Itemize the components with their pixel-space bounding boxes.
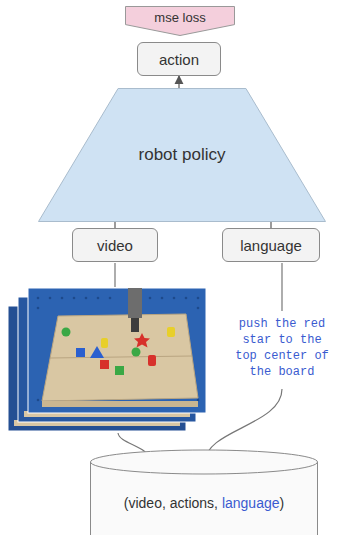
input-box: video — [72, 228, 158, 262]
robot-arm — [128, 288, 142, 318]
cylinder-rim — [91, 462, 318, 474]
red-cube — [100, 360, 109, 369]
yellow-cylinder — [101, 338, 108, 348]
green-cube — [115, 366, 124, 375]
highlight-word: language — [222, 495, 280, 511]
red-star — [134, 333, 150, 348]
green-circle — [132, 348, 141, 357]
wooden-board — [42, 314, 198, 401]
policy-trapezoid: robot policy — [38, 88, 326, 222]
instruction-text: push the red star to the top center of t… — [232, 316, 332, 380]
pegboard-holes — [37, 297, 200, 402]
leader-line — [281, 263, 282, 311]
board-edge — [42, 401, 198, 407]
node-text: robot policy — [139, 145, 226, 165]
board-seam — [50, 356, 192, 358]
policy-trapezoid-path — [39, 89, 326, 222]
loss-banner: mse loss — [125, 6, 235, 36]
node-text: language — [240, 237, 302, 254]
cylinder-body — [91, 450, 318, 535]
blue-triangle — [90, 346, 104, 358]
node-text: (video, actions, language) — [124, 495, 284, 511]
blue-cube — [76, 348, 85, 357]
output-box: action — [137, 42, 221, 76]
dataset-cylinder-outline — [90, 450, 318, 535]
leader-line — [114, 263, 115, 287]
loss-banner-path — [126, 7, 235, 36]
red-cylinder — [148, 355, 156, 366]
input-box: language — [222, 228, 320, 262]
dataset-cylinder: (video, actions, language) — [90, 450, 318, 535]
yellow-cylinder — [167, 327, 175, 337]
green-circle — [62, 328, 71, 337]
node-text: mse loss — [154, 10, 205, 25]
node-text: video — [97, 237, 133, 254]
video-frame — [28, 288, 206, 413]
connector — [178, 76, 179, 88]
robot-gripper — [131, 318, 139, 332]
node-text: action — [159, 51, 199, 68]
